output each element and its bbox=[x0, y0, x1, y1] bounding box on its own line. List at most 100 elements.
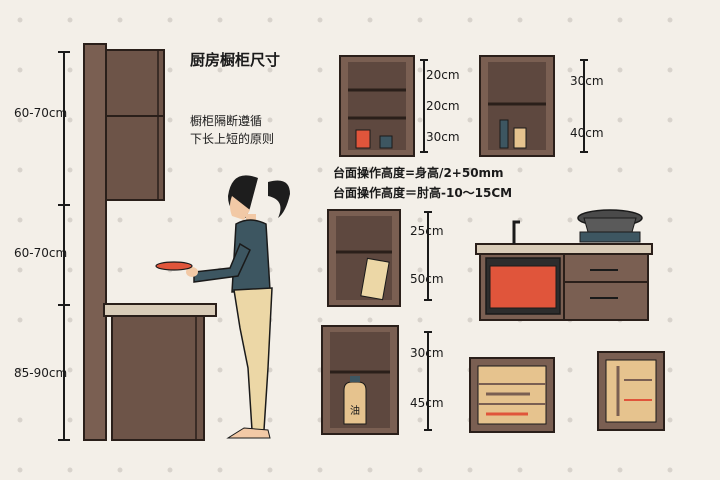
bg-dot bbox=[367, 17, 373, 23]
bg-dot bbox=[467, 467, 473, 473]
bg-dot bbox=[667, 367, 673, 373]
bg-dot bbox=[117, 467, 123, 473]
bg-dot bbox=[367, 167, 373, 173]
bg-dot bbox=[667, 167, 673, 173]
bg-dot bbox=[667, 417, 673, 423]
bg-dot bbox=[217, 317, 223, 323]
shelf3-dim-1: 25cm bbox=[410, 224, 444, 238]
bg-dot bbox=[617, 17, 623, 23]
shelf-unit-2 bbox=[479, 55, 555, 157]
bg-dot bbox=[317, 67, 323, 73]
bg-dot bbox=[117, 267, 123, 273]
principle-line-2: 下长上短的原则 bbox=[190, 132, 275, 146]
bg-dot bbox=[167, 17, 173, 23]
bg-dot bbox=[417, 17, 423, 23]
bg-dot bbox=[567, 117, 573, 123]
shelf2-dimension-line bbox=[580, 59, 588, 153]
bg-dot bbox=[267, 117, 273, 123]
bg-dot bbox=[467, 317, 473, 323]
bg-dot bbox=[417, 117, 423, 123]
bg-dot bbox=[417, 67, 423, 73]
shelf-unit-4 bbox=[321, 325, 399, 435]
bg-dot bbox=[67, 217, 73, 223]
bg-dot bbox=[667, 467, 673, 473]
bg-dot bbox=[67, 367, 73, 373]
bg-dot bbox=[67, 267, 73, 273]
bg-dot bbox=[467, 67, 473, 73]
bg-dot bbox=[417, 267, 423, 273]
bg-dot bbox=[17, 217, 23, 223]
bg-dot bbox=[417, 317, 423, 323]
page-title: 厨房橱柜尺寸 bbox=[190, 51, 281, 69]
bg-dot bbox=[267, 417, 273, 423]
bg-dot bbox=[417, 467, 423, 473]
bg-dot bbox=[267, 217, 273, 223]
bg-dot bbox=[417, 417, 423, 423]
bg-dot bbox=[17, 417, 23, 423]
bg-dot bbox=[317, 117, 323, 123]
bg-dot bbox=[467, 167, 473, 173]
bg-dot bbox=[667, 217, 673, 223]
shelf1-dim-1: 20cm bbox=[426, 68, 460, 82]
bg-dot bbox=[167, 67, 173, 73]
shelf2-dim-1: 30cm bbox=[570, 74, 604, 88]
shelf1-dim-3: 30cm bbox=[426, 130, 460, 144]
cutlery-drawer-1 bbox=[469, 357, 555, 433]
bg-dot bbox=[17, 17, 23, 23]
bg-dot bbox=[417, 217, 423, 223]
bg-dot bbox=[267, 467, 273, 473]
bg-dot bbox=[317, 167, 323, 173]
left-dimension-line bbox=[58, 51, 70, 441]
bg-dot bbox=[617, 67, 623, 73]
bg-dot bbox=[217, 217, 223, 223]
bg-dot bbox=[167, 217, 173, 223]
bg-dot bbox=[17, 467, 23, 473]
bg-dot bbox=[517, 167, 523, 173]
bg-dot bbox=[317, 217, 323, 223]
bg-dot bbox=[517, 467, 523, 473]
bg-dot bbox=[67, 317, 73, 323]
bg-dot bbox=[567, 467, 573, 473]
bg-dot bbox=[67, 67, 73, 73]
bg-dot bbox=[67, 167, 73, 173]
bg-dot bbox=[217, 167, 223, 173]
shelf4-dim-1: 30cm bbox=[410, 346, 444, 360]
bg-dot bbox=[17, 317, 23, 323]
bg-dot bbox=[567, 17, 573, 23]
bg-dot bbox=[267, 17, 273, 23]
principle-line-1: 橱柜隔断遵循 bbox=[190, 114, 263, 128]
left-dim-upper: 60-70cm bbox=[14, 106, 68, 120]
bg-dot bbox=[667, 117, 673, 123]
bg-dot bbox=[17, 167, 23, 173]
bg-dot bbox=[367, 317, 373, 323]
formula-1: 台面操作高度=身高/2+50mm bbox=[333, 166, 504, 180]
tall-side-panel bbox=[83, 43, 107, 441]
bg-dot bbox=[567, 417, 573, 423]
bg-dot bbox=[17, 267, 23, 273]
bg-dot bbox=[467, 217, 473, 223]
bg-dot bbox=[317, 317, 323, 323]
bg-dot bbox=[117, 17, 123, 23]
bg-dot bbox=[567, 67, 573, 73]
cutlery-drawer-2 bbox=[597, 351, 665, 431]
bg-dot bbox=[567, 367, 573, 373]
shelf-unit-3 bbox=[327, 209, 401, 307]
stove-counter-unit bbox=[475, 209, 653, 321]
bg-dot bbox=[67, 467, 73, 473]
bg-dot bbox=[117, 217, 123, 223]
bg-dot bbox=[567, 167, 573, 173]
bg-dot bbox=[517, 17, 523, 23]
shelf1-dim-2: 20cm bbox=[426, 99, 460, 113]
bg-dot bbox=[17, 367, 23, 373]
shelf4-dim-2: 45cm bbox=[410, 396, 444, 410]
bg-dot bbox=[367, 467, 373, 473]
left-dim-middle: 60-70cm bbox=[14, 246, 68, 260]
bg-dot bbox=[667, 67, 673, 73]
shelf4-dimension-line bbox=[424, 331, 432, 431]
bg-dot bbox=[467, 17, 473, 23]
bg-dot bbox=[217, 417, 223, 423]
left-dim-lower: 85-90cm bbox=[14, 366, 68, 380]
bg-dot bbox=[167, 467, 173, 473]
bg-dot bbox=[267, 367, 273, 373]
